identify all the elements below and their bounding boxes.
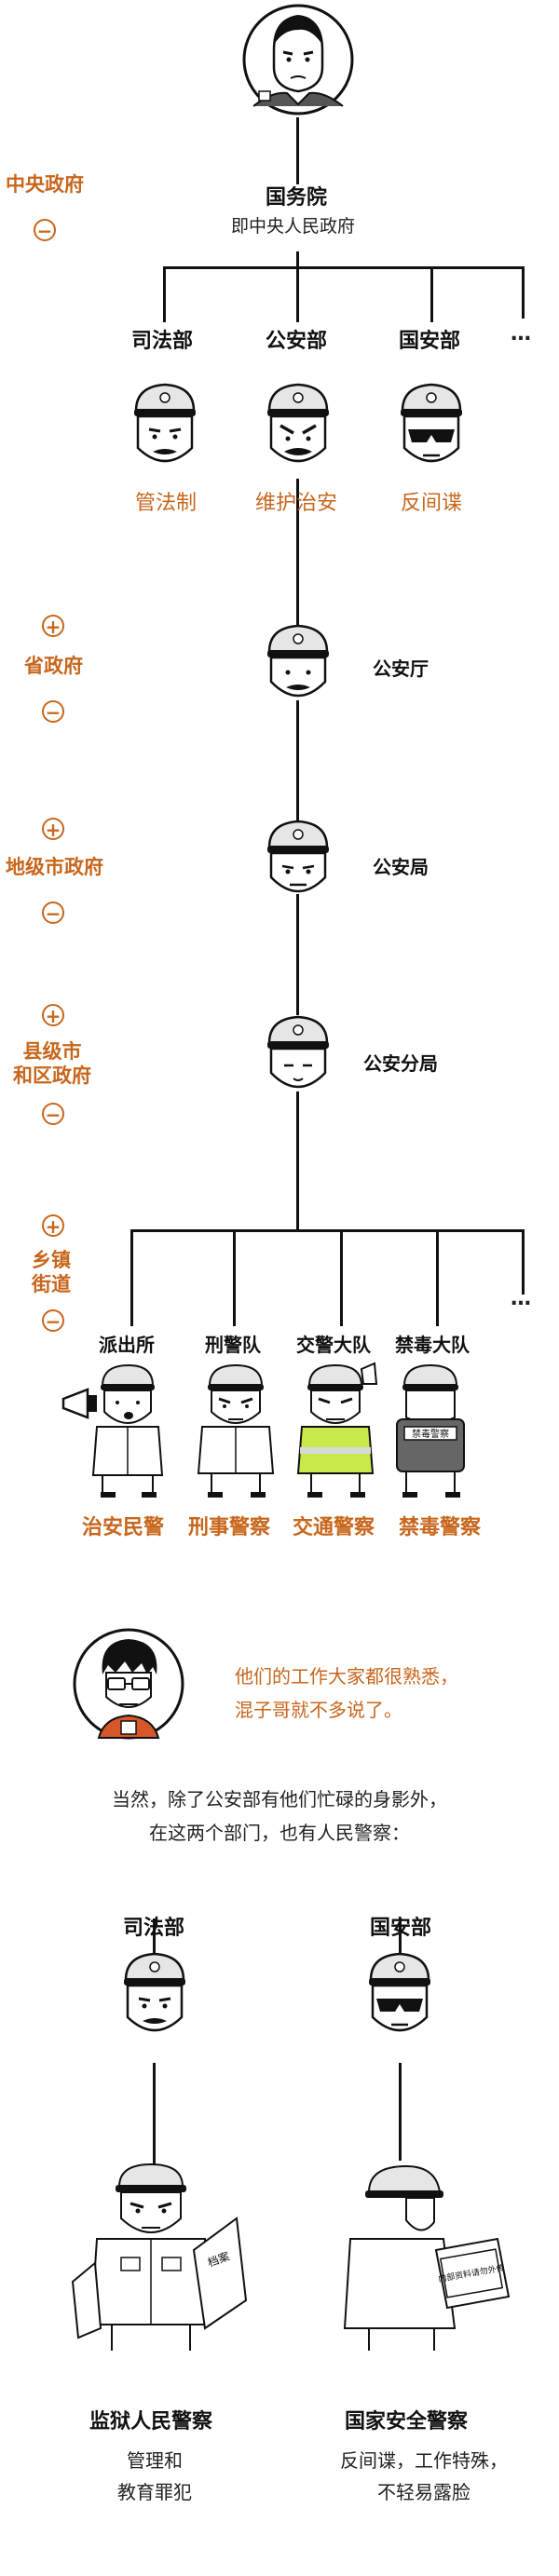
duty-state-security: 反间谍	[401, 492, 463, 515]
police-type-traffic: 交通警察	[293, 1516, 375, 1539]
narrator-avatar-icon	[73, 1628, 184, 1740]
state-security-police-title: 国家安全警察	[345, 2410, 469, 2434]
police-type-narcotics: 禁毒警察	[399, 1516, 482, 1539]
connector	[436, 1229, 439, 1326]
prison-police-title: 监狱人民警察	[89, 2410, 213, 2434]
level-central: 中央政府	[6, 173, 84, 196]
municipal-officer-icon	[267, 820, 329, 893]
prison-police-desc-2: 教育罪犯	[117, 2481, 192, 2503]
state-security-figure-icon: 内部资料请勿外传	[343, 2164, 511, 2351]
state-security-desc-2: 不轻易露脸	[377, 2481, 470, 2503]
duty-public-security: 维护治安	[255, 492, 338, 515]
level-province: 省政府	[24, 655, 83, 677]
expand-township-button[interactable]: +	[42, 1214, 64, 1237]
connector	[296, 266, 299, 322]
connector	[296, 1091, 299, 1231]
connector	[399, 1918, 402, 1984]
criminal-investigator-icon	[197, 1363, 275, 1498]
connector	[296, 251, 299, 268]
chain-provincial-bureau: 公安厅	[373, 658, 429, 680]
expand-province-button[interactable]: +	[42, 615, 64, 637]
connector	[153, 2063, 156, 2170]
justice-officer-icon	[134, 383, 196, 463]
unit-narcotics-brigade: 禁毒大队	[395, 1334, 470, 1356]
duty-justice: 管法制	[135, 492, 198, 515]
expand-prefecture-button[interactable]: +	[42, 818, 64, 840]
state-security-desc-1: 反间谍，工作特殊，	[340, 2449, 508, 2472]
collapse-central-button[interactable]: −	[34, 219, 56, 241]
unit-ellipsis: …	[511, 1287, 531, 1310]
connector	[522, 1229, 525, 1295]
narcotics-officer-icon: 禁毒警察	[396, 1363, 465, 1498]
connector	[340, 1229, 343, 1326]
paragraph-line-2: 在这两个部门，也有人民警察：	[149, 1822, 410, 1844]
state-security-officer-icon	[401, 383, 462, 463]
top-subtitle: 即中央人民政府	[231, 216, 356, 237]
connector	[233, 1229, 236, 1326]
community-officer-megaphone-icon	[61, 1363, 164, 1498]
police-type-community: 治安民警	[82, 1516, 165, 1539]
state-council-leader-icon	[242, 4, 354, 115]
top-title: 国务院	[266, 186, 328, 210]
traffic-officer-icon	[296, 1362, 378, 1498]
level-township: 乡镇 街道	[32, 1249, 71, 1295]
police-type-criminal: 刑事警察	[188, 1516, 271, 1539]
connector	[130, 1229, 522, 1232]
connector	[296, 700, 299, 829]
public-security-officer-icon	[267, 383, 329, 463]
connector	[163, 266, 166, 322]
paragraph-line-1: 当然，除了公安部有他们忙碌的身影外，	[112, 1788, 447, 1810]
bottom-justice-title: 司法部	[123, 1917, 185, 1940]
connector	[296, 117, 299, 184]
expand-county-button[interactable]: +	[42, 1004, 64, 1026]
collapse-township-button[interactable]: −	[42, 1309, 64, 1332]
justice-official-head-icon	[124, 1952, 185, 2032]
collapse-county-button[interactable]: −	[42, 1103, 64, 1125]
bottom-state-security-title: 国安部	[370, 1917, 432, 1940]
ministry-state-security: 国安部	[399, 330, 461, 353]
collapse-prefecture-button[interactable]: −	[42, 902, 64, 924]
prison-police-desc-1: 管理和	[127, 2449, 183, 2472]
connector	[163, 266, 522, 269]
connector	[153, 1918, 156, 1984]
unit-criminal-squad: 刑警队	[205, 1334, 261, 1356]
prison-police-figure-icon: 档案	[71, 2162, 248, 2351]
level-county: 县级市 和区政府	[13, 1040, 91, 1087]
district-officer-icon	[267, 1015, 329, 1089]
connector	[296, 894, 299, 1015]
unit-police-station: 派出所	[99, 1334, 155, 1356]
ministry-ellipsis: …	[511, 322, 531, 346]
collapse-province-button[interactable]: −	[42, 700, 64, 723]
connector	[130, 1229, 133, 1326]
commentary-line-2: 混子哥就不多说了。	[235, 1699, 402, 1721]
ministry-public-security: 公安部	[266, 330, 328, 353]
connector	[522, 266, 525, 319]
narcotics-vest-label: 禁毒警察	[412, 1428, 449, 1440]
connector	[399, 2063, 402, 2161]
state-security-official-head-icon	[369, 1952, 430, 2032]
provincial-officer-icon	[267, 624, 329, 698]
connector	[430, 266, 433, 322]
commentary-line-1: 他们的工作大家都很熟悉，	[235, 1665, 458, 1688]
unit-traffic-brigade: 交警大队	[296, 1334, 371, 1356]
connector	[296, 479, 299, 628]
ministry-justice: 司法部	[131, 330, 194, 353]
level-prefecture: 地级市政府	[6, 856, 103, 878]
chain-district-branch: 公安分局	[363, 1052, 438, 1075]
chain-municipal-bureau: 公安局	[373, 856, 429, 878]
